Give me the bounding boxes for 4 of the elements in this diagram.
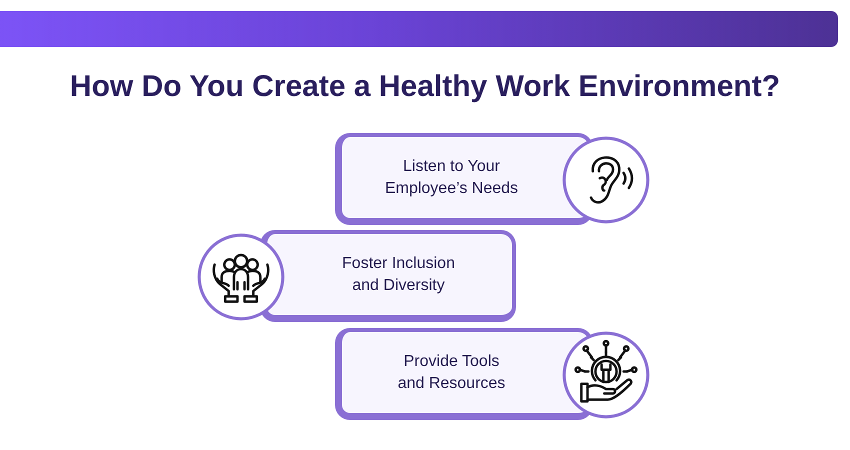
title: How Do You Create a Healthy Work Environment? — [68, 69, 782, 105]
step-label: Provide Tools and Resources — [396, 352, 506, 394]
step-label: Foster Inclusion and Diversity — [341, 254, 456, 296]
step-label: Listen to Your Employee’s Needs — [384, 156, 520, 198]
